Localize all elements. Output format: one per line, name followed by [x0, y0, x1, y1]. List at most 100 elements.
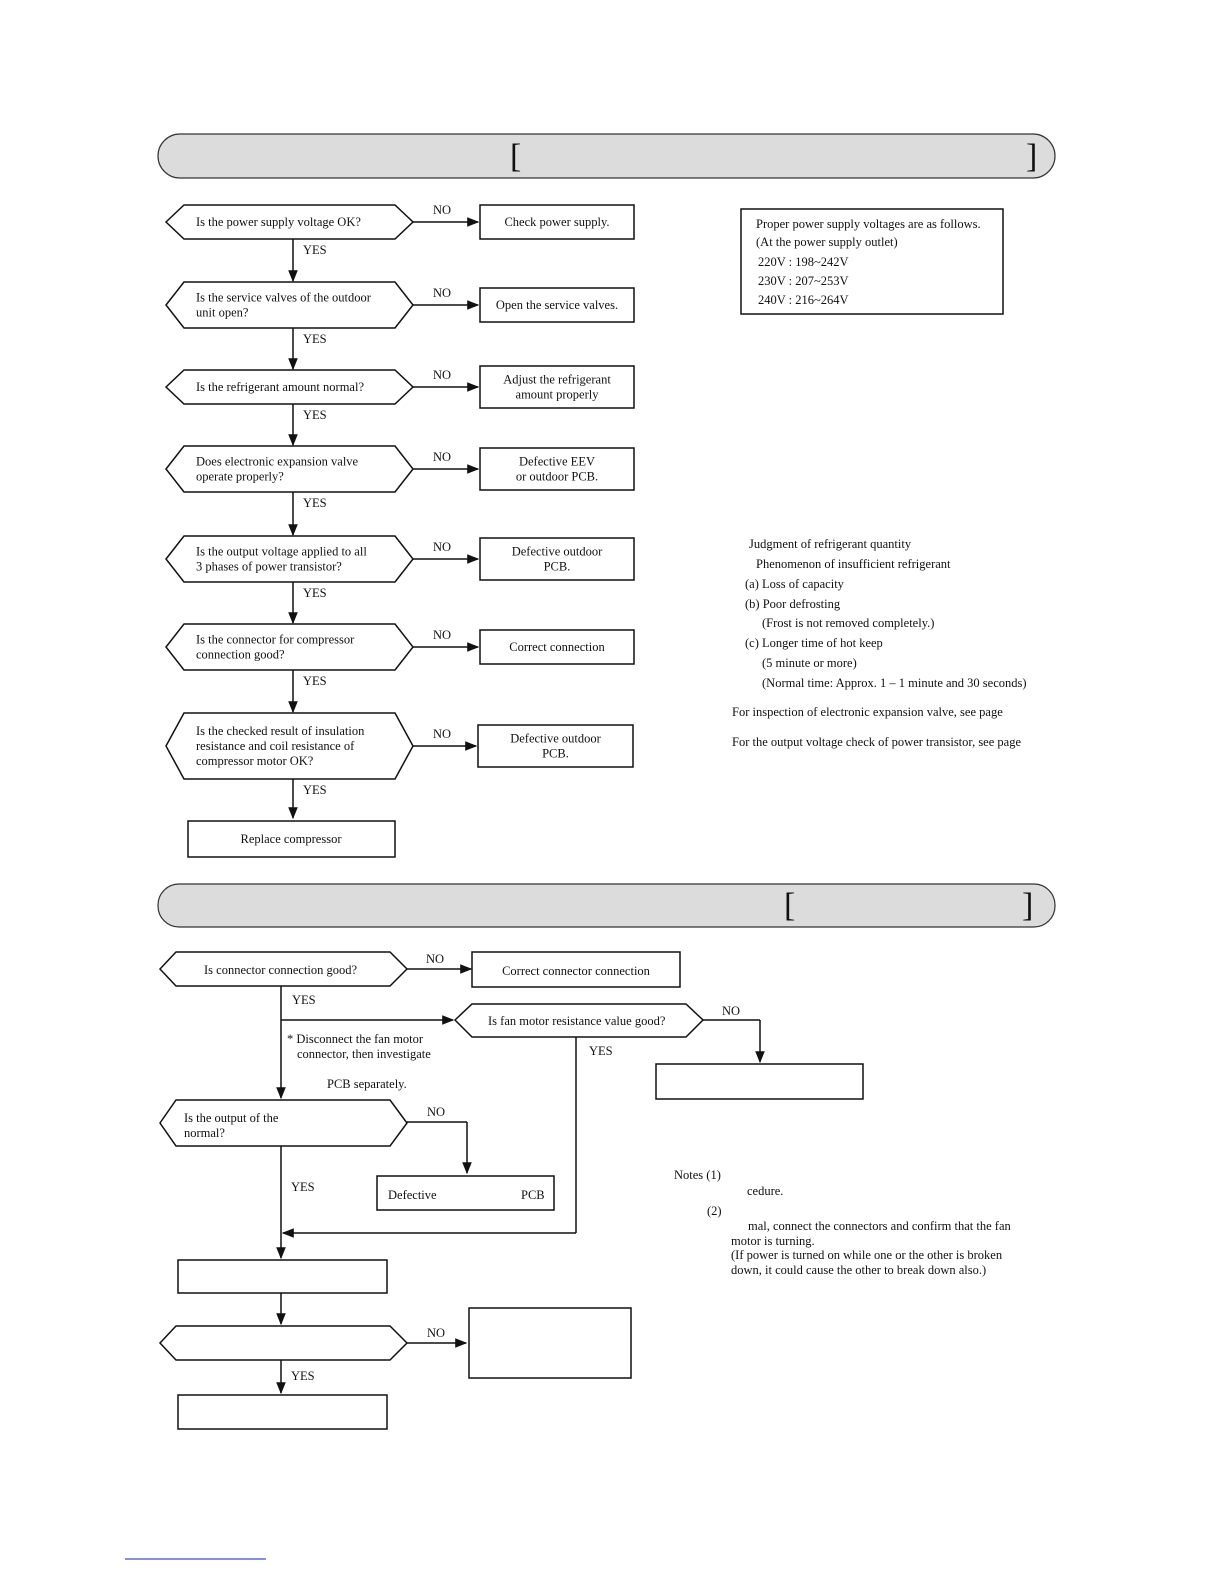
- no-label: NO: [433, 727, 451, 741]
- section2-bracket-open: [: [784, 887, 795, 924]
- yes-label: YES: [303, 332, 327, 346]
- decision-text: resistance and coil resistance of: [196, 739, 355, 753]
- voltage-box: Proper power supply voltages are as foll…: [740, 208, 1004, 315]
- notes-1-line: cedure.: [747, 1184, 783, 1198]
- section2-notes: Notes (1) cedure. (2) mal, connect the c…: [674, 1168, 1011, 1277]
- decision-text: compressor motor OK?: [196, 754, 314, 768]
- action-defective-pcb: Defective PCB: [376, 1175, 555, 1211]
- notes-2-label: (2): [707, 1204, 722, 1218]
- decision-output: Is the output of the normal?: [159, 1099, 408, 1147]
- decision-text: connection good?: [196, 648, 285, 662]
- decision-text: 3 phases of power transistor?: [196, 560, 342, 574]
- no-label: NO: [433, 540, 451, 554]
- replace-compressor-label: Replace compressor: [240, 832, 342, 846]
- decision-text: Is the service valves of the outdoor: [196, 291, 372, 305]
- section1-flowchart: Is the power supply voltage OK? NO Check p…: [164, 203, 635, 820]
- decision-text: Is the checked result of insulation: [196, 724, 365, 738]
- action-text: Correct connection: [509, 640, 605, 654]
- note-line-2: (a) Loss of capacity: [745, 577, 845, 591]
- yes-label: YES: [589, 1044, 613, 1058]
- voltage-line-4: 240V : 216~264V: [758, 293, 849, 307]
- no-label: NO: [433, 628, 451, 642]
- decision-text: Is the refrigerant amount normal?: [196, 380, 364, 394]
- no-label: NO: [433, 450, 451, 464]
- disconnect-note-line-1: connector, then investigate: [297, 1047, 431, 1061]
- decision-connector-text: Is connector connection good?: [204, 963, 358, 977]
- decision-text: Does electronic expansion valve: [196, 455, 359, 469]
- refrigerant-notes: Judgment of refrigerant quantity Phenome…: [732, 537, 1027, 749]
- action-text: Check power supply.: [504, 215, 609, 229]
- empty-final-box: [177, 1394, 388, 1430]
- action-box: [479, 204, 635, 240]
- no-label: NO: [433, 203, 451, 217]
- action-correct-connector-text: Correct connector connection: [502, 964, 651, 978]
- section2-header: [ ]: [157, 883, 1056, 928]
- action-text: Adjust the refrigerant: [503, 373, 611, 387]
- no-label: NO: [722, 1004, 740, 1018]
- action-box: [479, 537, 635, 581]
- section1-bracket-close: ]: [1026, 138, 1037, 175]
- empty-decision: [158, 1325, 409, 1361]
- no-label: NO: [433, 368, 451, 382]
- voltage-line-1: (At the power supply outlet): [756, 235, 898, 249]
- decision-resistance-text: Is fan motor resistance value good?: [488, 1014, 666, 1028]
- decision-text: operate properly?: [196, 470, 284, 484]
- decision-text: Is the output voltage applied to all: [196, 545, 367, 559]
- action-text: Defective outdoor: [512, 545, 603, 559]
- empty-action-box: [468, 1307, 632, 1379]
- yes-label: YES: [303, 586, 327, 600]
- yes-label: YES: [303, 783, 327, 797]
- decision-text: unit open?: [196, 306, 249, 320]
- notes-2-line-0: mal, connect the connectors and confirm …: [748, 1219, 1011, 1233]
- yes-label: YES: [303, 674, 327, 688]
- yes-label: YES: [303, 408, 327, 422]
- yes-label: YES: [292, 993, 316, 1007]
- action-text: Open the service valves.: [496, 298, 618, 312]
- decision-connector: Is connector connection good?: [158, 951, 409, 987]
- section2-bracket-close: ]: [1022, 887, 1033, 924]
- voltage-line-0: Proper power supply voltages are as foll…: [756, 217, 981, 231]
- notes-2-line-3: down, it could cause the other to break …: [731, 1263, 986, 1277]
- empty-step-box: [177, 1259, 388, 1294]
- note-line-3: (b) Poor defrosting: [745, 597, 841, 611]
- note-line-5: (c) Longer time of hot keep: [745, 636, 883, 650]
- decision-text: Is the connector for compressor: [196, 633, 355, 647]
- action-box: [477, 724, 634, 768]
- note-line-8: For inspection of electronic expansion v…: [732, 705, 1003, 719]
- decision-output-line-0: Is the output of the: [184, 1111, 279, 1125]
- note-line-9: For the output voltage check of power tr…: [732, 735, 1021, 749]
- action-text: amount properly: [516, 388, 600, 402]
- decision-output-line-1: normal?: [184, 1126, 225, 1140]
- yes-label: YES: [303, 243, 327, 257]
- section1-bracket-open: [: [510, 138, 521, 175]
- decision-text: Is the power supply voltage OK?: [196, 215, 361, 229]
- action-text: Defective outdoor: [510, 732, 601, 746]
- decision-resistance: Is fan motor resistance value good?: [453, 1003, 705, 1038]
- no-label: NO: [427, 1105, 445, 1119]
- note-line-1: Phenomenon of insufficient refrigerant: [756, 557, 951, 571]
- section1-header: [ ]: [157, 133, 1056, 179]
- note-line-4: (Frost is not removed completely.): [762, 616, 934, 630]
- resistance-no-box: [655, 1063, 864, 1100]
- note-line-6: (5 minute or more): [762, 656, 857, 670]
- note-line-7: (Normal time: Approx. 1 – 1 minute and 3…: [762, 676, 1027, 690]
- action-defective-right: PCB: [521, 1188, 545, 1202]
- disconnect-note-line-2: PCB separately.: [327, 1077, 407, 1091]
- action-box: [479, 629, 635, 665]
- replace-compressor-box: Replace compressor: [187, 820, 396, 858]
- voltage-line-2: 220V : 198~242V: [758, 255, 849, 269]
- disconnect-note: * Disconnect the fan motor connector, th…: [287, 1032, 431, 1091]
- action-text: Defective EEV: [519, 455, 595, 469]
- disconnect-note-line-0: * Disconnect the fan motor: [287, 1032, 424, 1046]
- yes-label: YES: [303, 496, 327, 510]
- no-label: NO: [426, 952, 444, 966]
- action-text: or outdoor PCB.: [516, 470, 598, 484]
- note-line-0: Judgment of refrigerant quantity: [749, 537, 912, 551]
- action-box: [479, 447, 635, 491]
- no-label: NO: [427, 1326, 445, 1340]
- action-defective-left: Defective: [388, 1188, 437, 1202]
- notes-2-line-1: motor is turning.: [731, 1234, 815, 1248]
- yes-label: YES: [291, 1369, 315, 1383]
- action-text: PCB.: [542, 747, 569, 761]
- notes-1-label: Notes (1): [674, 1168, 721, 1182]
